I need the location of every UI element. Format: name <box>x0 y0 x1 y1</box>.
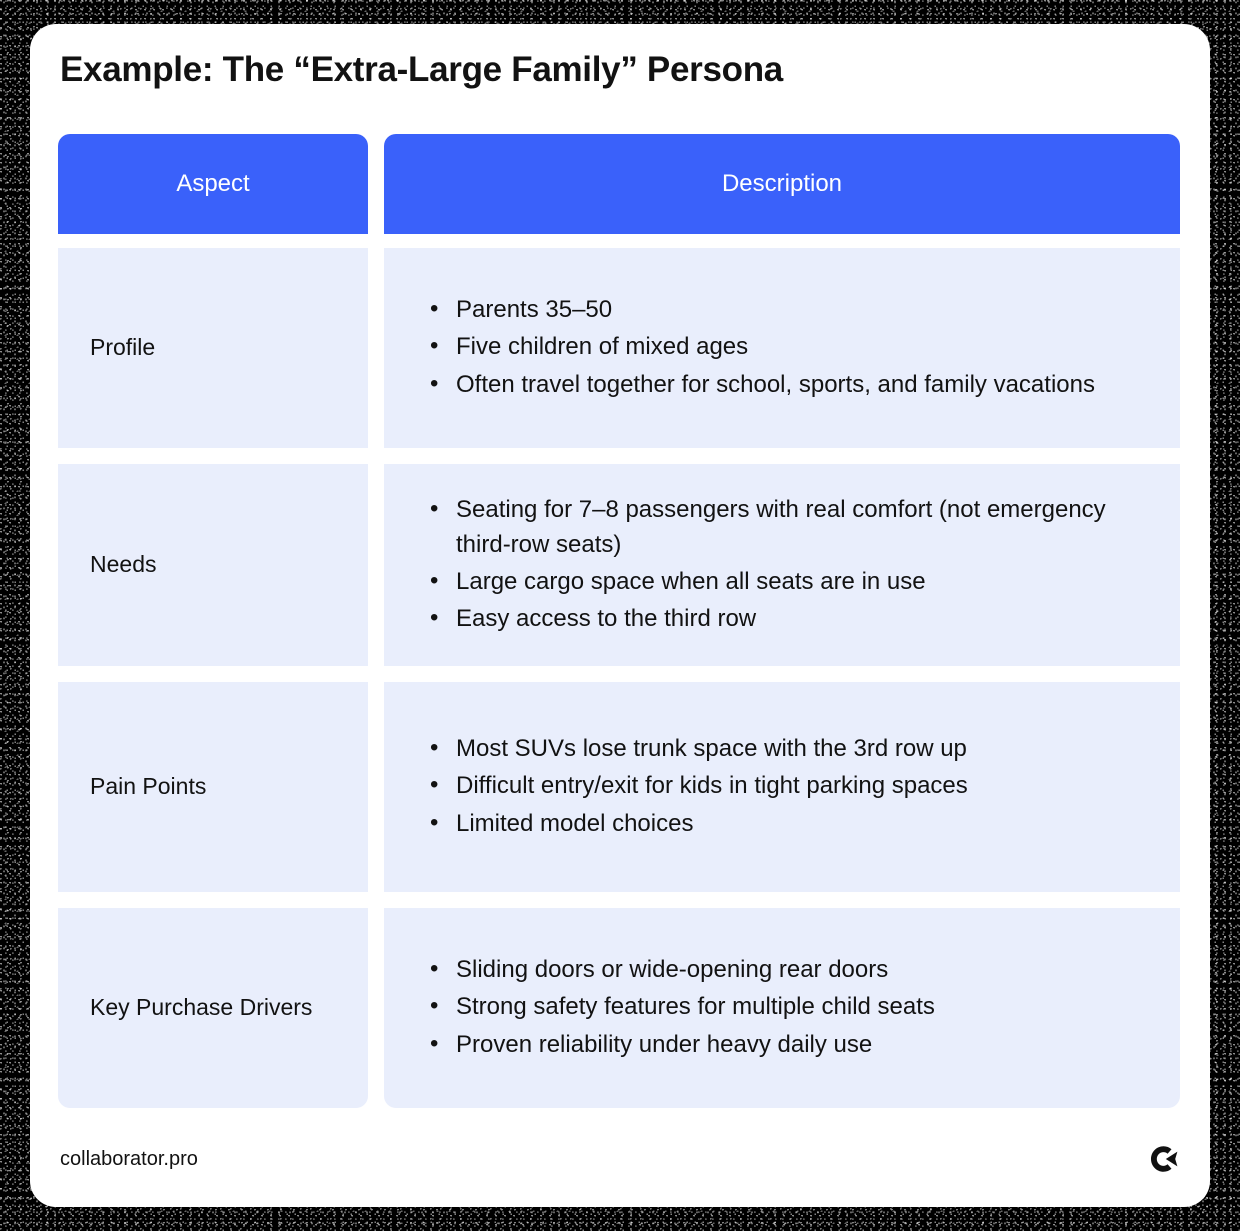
list-item: Proven reliability under heavy daily use <box>428 1026 1152 1062</box>
cell-description: Seating for 7–8 passengers with real com… <box>384 464 1180 666</box>
bullet-list: Seating for 7–8 passengers with real com… <box>428 491 1152 638</box>
column-header-description: Description <box>384 134 1180 234</box>
list-item: Five children of mixed ages <box>428 328 1152 364</box>
table-header-row: Aspect Description <box>58 134 1180 234</box>
bullet-list: Sliding doors or wide-opening rear doors… <box>428 951 1152 1063</box>
cell-description: Sliding doors or wide-opening rear doors… <box>384 908 1180 1108</box>
column-header-aspect: Aspect <box>58 134 368 234</box>
persona-table: Aspect Description Profile Parents 35–50… <box>58 134 1180 1108</box>
cell-aspect: Profile <box>58 248 368 448</box>
list-item: Often travel together for school, sports… <box>428 366 1152 402</box>
table-row: Profile Parents 35–50 Five children of m… <box>58 248 1180 448</box>
collaborator-logo-icon <box>1146 1142 1180 1176</box>
list-item: Easy access to the third row <box>428 600 1152 636</box>
aspect-label: Key Purchase Drivers <box>90 994 313 1021</box>
list-item: Difficult entry/exit for kids in tight p… <box>428 767 1152 803</box>
list-item: Large cargo space when all seats are in … <box>428 563 1152 599</box>
cell-aspect: Key Purchase Drivers <box>58 908 368 1108</box>
content-card: Example: The “Extra-Large Family” Person… <box>30 24 1210 1207</box>
bullet-list: Parents 35–50 Five children of mixed age… <box>428 291 1152 403</box>
list-item: Most SUVs lose trunk space with the 3rd … <box>428 730 1152 766</box>
list-item: Parents 35–50 <box>428 291 1152 327</box>
footer: collaborator.pro <box>60 1141 1180 1177</box>
list-item: Strong safety features for multiple chil… <box>428 988 1152 1024</box>
footer-url: collaborator.pro <box>60 1147 198 1170</box>
cell-aspect: Pain Points <box>58 682 368 892</box>
table-row: Needs Seating for 7–8 passengers with re… <box>58 464 1180 666</box>
cell-description: Most SUVs lose trunk space with the 3rd … <box>384 682 1180 892</box>
list-item: Sliding doors or wide-opening rear doors <box>428 951 1152 987</box>
table-row: Pain Points Most SUVs lose trunk space w… <box>58 682 1180 892</box>
aspect-label: Pain Points <box>90 773 207 800</box>
list-item: Seating for 7–8 passengers with real com… <box>428 491 1152 562</box>
column-header-aspect-label: Aspect <box>176 170 250 197</box>
table-row: Key Purchase Drivers Sliding doors or wi… <box>58 908 1180 1108</box>
cell-description: Parents 35–50 Five children of mixed age… <box>384 248 1180 448</box>
aspect-label: Needs <box>90 551 157 578</box>
aspect-label: Profile <box>90 334 156 361</box>
column-header-description-label: Description <box>721 170 843 197</box>
page-title: Example: The “Extra-Large Family” Person… <box>60 50 783 89</box>
bullet-list: Most SUVs lose trunk space with the 3rd … <box>428 730 1152 842</box>
cell-aspect: Needs <box>58 464 368 666</box>
list-item: Limited model choices <box>428 805 1152 841</box>
